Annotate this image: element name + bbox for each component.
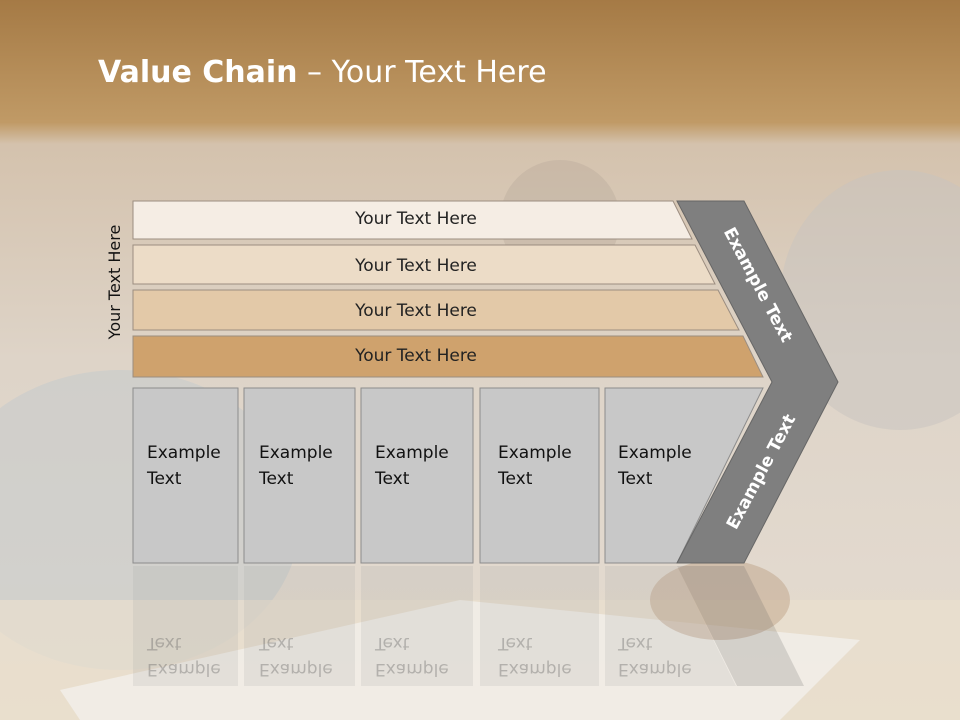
row-label-4: Your Text Here	[355, 346, 477, 366]
row-label-1: Your Text Here	[355, 209, 477, 229]
row-bar-1	[132, 200, 693, 240]
reflection-box-1	[133, 566, 238, 686]
column-box-2	[243, 387, 356, 564]
column-box-1	[132, 387, 239, 564]
title-bold-part: Value Chain	[98, 55, 298, 90]
reflection-box-4	[480, 566, 599, 686]
slide-title: Value Chain – Your Text Here	[98, 55, 547, 90]
column-box-4	[479, 387, 600, 564]
row-label-2: Your Text Here	[355, 256, 477, 276]
row-label-3: Your Text Here	[355, 301, 477, 321]
reflection-box-5	[605, 566, 736, 686]
reflection-box-2	[244, 566, 355, 686]
row-bar-3	[132, 289, 740, 331]
chevron-shape	[676, 200, 839, 564]
reflection-chevron	[677, 566, 804, 686]
row-bar-4	[132, 335, 764, 378]
column-box-3	[360, 387, 474, 564]
title-rest-part: – Your Text Here	[297, 55, 547, 90]
reflection-box-3	[361, 566, 473, 686]
row-bar-2	[132, 244, 716, 285]
